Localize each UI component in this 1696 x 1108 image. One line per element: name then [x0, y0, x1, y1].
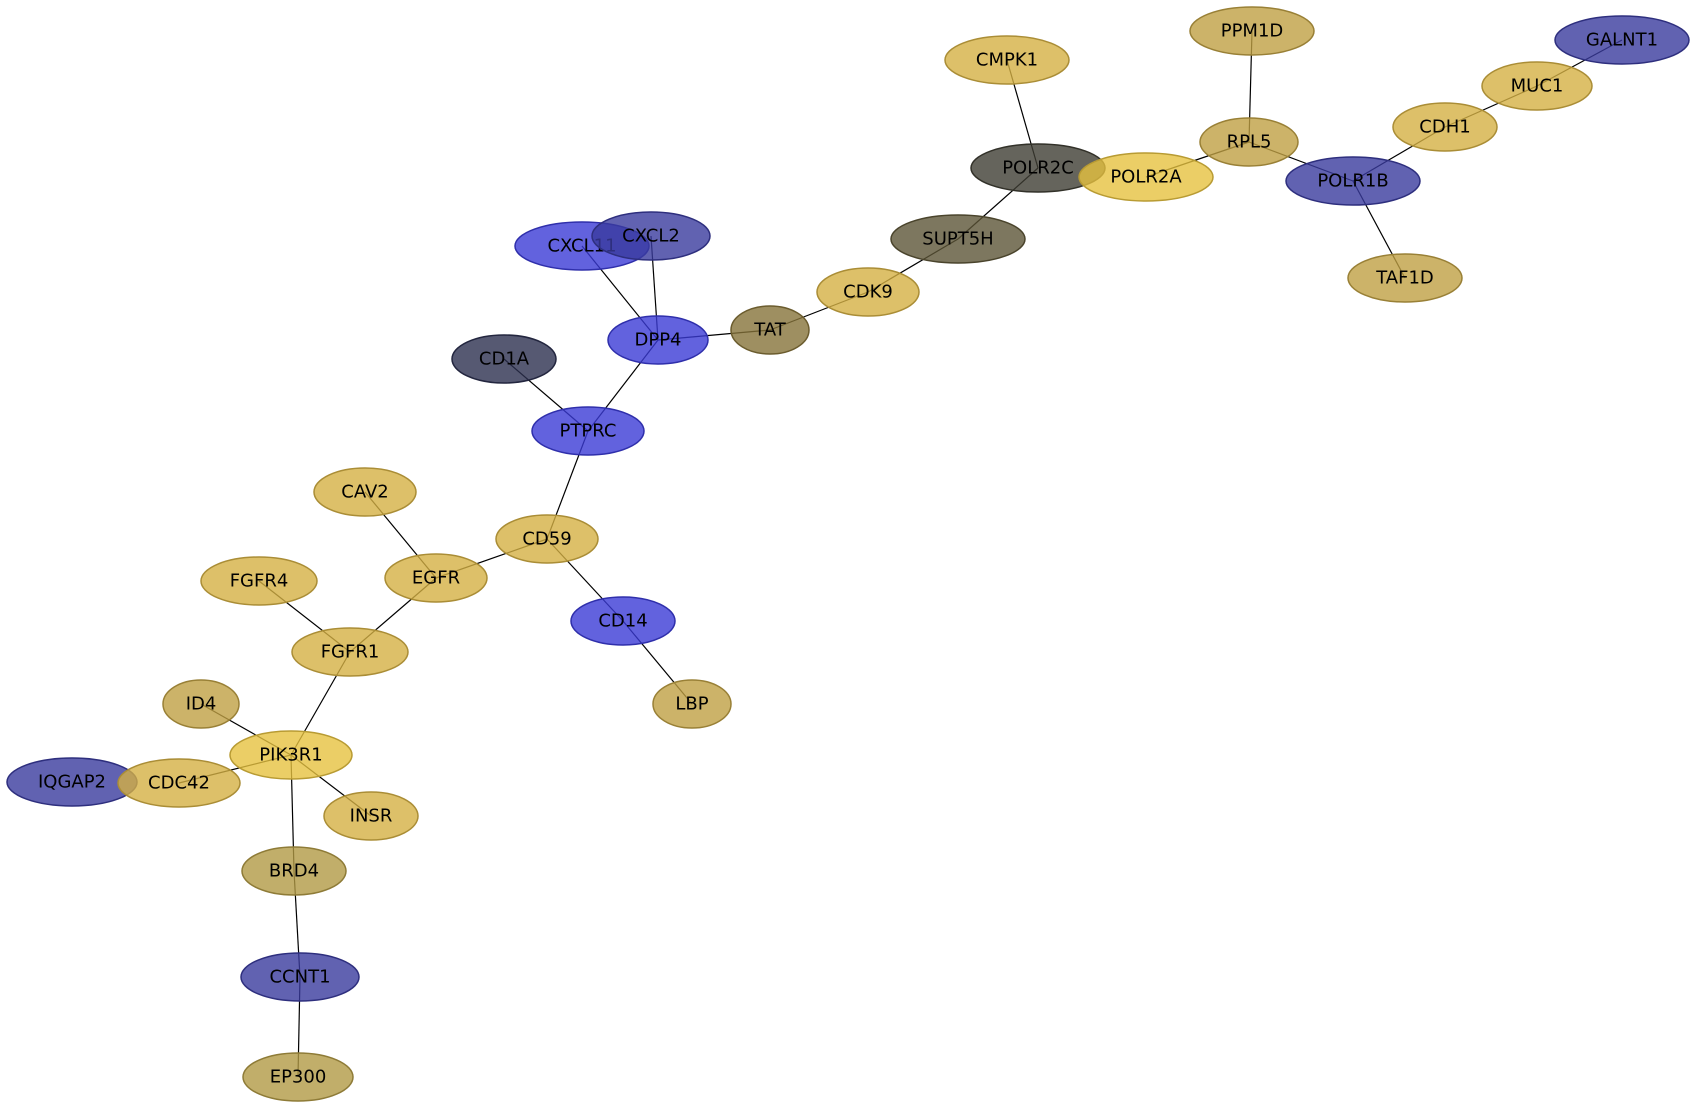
- node-label: RPL5: [1227, 132, 1272, 153]
- node-ellipse: [1481, 61, 1593, 111]
- node-ellipse: [1199, 117, 1299, 167]
- node-ellipse: [229, 730, 353, 780]
- node-label: PTPRC: [560, 421, 617, 442]
- node-label: EP300: [270, 1067, 327, 1088]
- node-ellipse: [1078, 152, 1214, 202]
- node-ellipse: [531, 406, 645, 456]
- node-ep300[interactable]: EP300: [242, 1052, 354, 1102]
- node-ellipse: [1554, 15, 1690, 65]
- node-label: SUPT5H: [922, 229, 993, 250]
- node-label: CAV2: [341, 482, 389, 503]
- node-polr2c[interactable]: POLR2C: [970, 143, 1106, 193]
- node-label: LBP: [675, 694, 708, 715]
- node-ellipse: [652, 679, 732, 729]
- node-label: POLR2A: [1110, 167, 1182, 188]
- node-ellipse: [730, 305, 810, 355]
- node-ellipse: [384, 553, 488, 603]
- node-label: CXCL2: [622, 226, 680, 247]
- node-cdc42[interactable]: CDC42: [117, 758, 241, 808]
- node-ellipse: [607, 315, 709, 365]
- node-ellipse: [242, 1052, 354, 1102]
- node-id4[interactable]: ID4: [162, 679, 240, 729]
- node-cdh1[interactable]: CDH1: [1392, 102, 1498, 152]
- node-label: DPP4: [634, 330, 681, 351]
- node-cav2[interactable]: CAV2: [313, 467, 417, 517]
- node-ellipse: [162, 679, 240, 729]
- node-ellipse: [1189, 6, 1315, 56]
- node-label: CCNT1: [269, 967, 330, 988]
- node-taf1d[interactable]: TAF1D: [1347, 253, 1463, 303]
- node-cd59[interactable]: CD59: [495, 514, 599, 564]
- node-ellipse: [323, 791, 419, 841]
- node-label: CD14: [598, 611, 647, 632]
- node-ppm1d[interactable]: PPM1D: [1189, 6, 1315, 56]
- node-polr2a[interactable]: POLR2A: [1078, 152, 1214, 202]
- node-cd14[interactable]: CD14: [570, 596, 676, 646]
- node-rpl5[interactable]: RPL5: [1199, 117, 1299, 167]
- node-label: CDH1: [1419, 117, 1470, 138]
- node-fgfr4[interactable]: FGFR4: [200, 556, 318, 606]
- node-ellipse: [570, 596, 676, 646]
- node-polr1b[interactable]: POLR1B: [1285, 156, 1421, 206]
- node-iqgap2[interactable]: IQGAP2: [6, 757, 138, 807]
- node-ellipse: [816, 267, 920, 317]
- node-ellipse: [1392, 102, 1498, 152]
- node-label: CDC42: [148, 773, 210, 794]
- node-label: CD59: [522, 529, 571, 550]
- node-ellipse: [240, 952, 360, 1002]
- node-label: PIK3R1: [259, 745, 322, 766]
- node-cd1a[interactable]: CD1A: [451, 334, 557, 384]
- node-pik3r1[interactable]: PIK3R1: [229, 730, 353, 780]
- node-label: CDK9: [843, 282, 893, 303]
- node-label: ID4: [186, 694, 217, 715]
- node-ellipse: [313, 467, 417, 517]
- node-cmpk1[interactable]: CMPK1: [944, 35, 1070, 85]
- node-label: TAT: [753, 320, 787, 341]
- node-brd4[interactable]: BRD4: [241, 846, 347, 896]
- node-label: EGFR: [412, 568, 460, 589]
- node-dpp4[interactable]: DPP4: [607, 315, 709, 365]
- node-supt5h[interactable]: SUPT5H: [890, 214, 1026, 264]
- node-ellipse: [495, 514, 599, 564]
- node-ptprc[interactable]: PTPRC: [531, 406, 645, 456]
- node-lbp[interactable]: LBP: [652, 679, 732, 729]
- node-label: GALNT1: [1586, 30, 1658, 51]
- node-label: MUC1: [1511, 76, 1564, 97]
- node-ellipse: [1285, 156, 1421, 206]
- node-label: POLR2C: [1002, 158, 1074, 179]
- node-label: CMPK1: [976, 50, 1038, 71]
- node-muc1[interactable]: MUC1: [1481, 61, 1593, 111]
- node-fgfr1[interactable]: FGFR1: [291, 627, 409, 677]
- node-ellipse: [890, 214, 1026, 264]
- node-ellipse: [451, 334, 557, 384]
- node-label: PPM1D: [1221, 21, 1284, 42]
- node-label: CD1A: [479, 349, 530, 370]
- node-cdk9[interactable]: CDK9: [816, 267, 920, 317]
- node-ellipse: [241, 846, 347, 896]
- node-label: BRD4: [269, 861, 319, 882]
- node-ellipse: [591, 211, 711, 261]
- node-ccnt1[interactable]: CCNT1: [240, 952, 360, 1002]
- node-galnt1[interactable]: GALNT1: [1554, 15, 1690, 65]
- node-tat[interactable]: TAT: [730, 305, 810, 355]
- node-label: INSR: [350, 806, 393, 827]
- node-label: POLR1B: [1317, 171, 1388, 192]
- node-ellipse: [200, 556, 318, 606]
- node-ellipse: [944, 35, 1070, 85]
- node-label: FGFR1: [321, 642, 380, 663]
- node-insr[interactable]: INSR: [323, 791, 419, 841]
- node-label: FGFR4: [230, 571, 289, 592]
- node-ellipse: [1347, 253, 1463, 303]
- node-ellipse: [117, 758, 241, 808]
- node-label: IQGAP2: [38, 772, 106, 793]
- node-egfr[interactable]: EGFR: [384, 553, 488, 603]
- node-cxcl2[interactable]: CXCL2: [591, 211, 711, 261]
- node-ellipse: [291, 627, 409, 677]
- node-label: TAF1D: [1375, 268, 1434, 289]
